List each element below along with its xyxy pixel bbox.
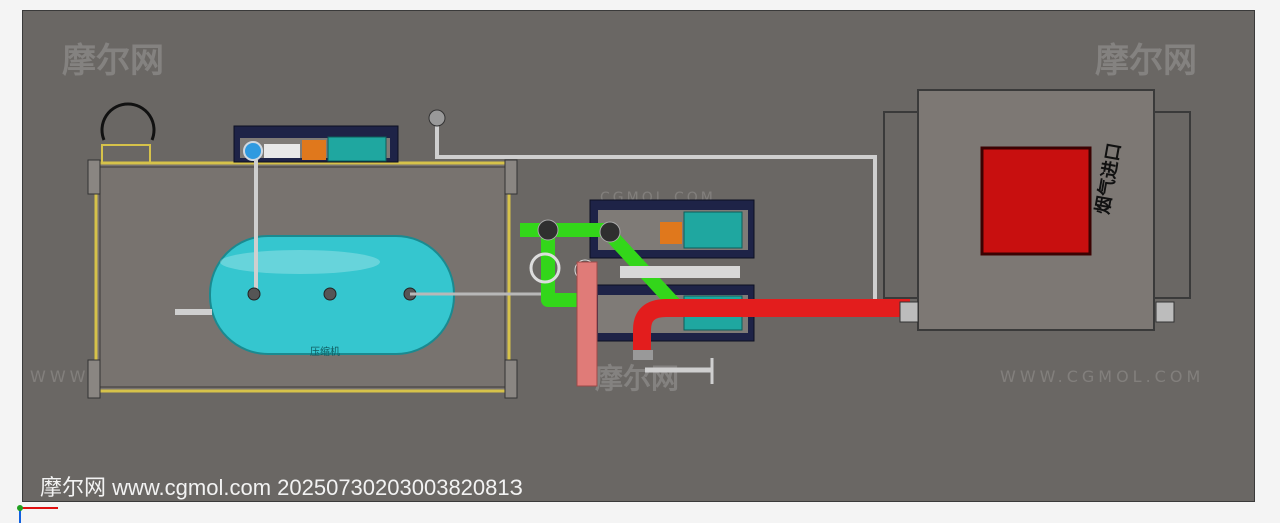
inlet-flange-right [1155,301,1175,323]
green-pipe-suction [520,223,590,307]
skid-corner-tr [504,159,518,195]
watermark-brand-center: 摩尔网 [595,362,679,395]
watermark-site-right: WWW.CGMOL.COM [1000,367,1204,386]
mid-pump-guard-upper [660,222,682,244]
watermark-footer: 摩尔网 www.cgmol.com 2025073020300382081З [40,475,523,500]
lifting-ring [100,102,156,141]
tank-nozzle-2 [323,287,337,301]
left-skid-inner [99,166,506,388]
tank-nozzle-1 [247,287,261,301]
top-pump-motor [327,136,387,162]
top-pump-guard [302,140,326,160]
skid-corner-bl [87,359,101,399]
upper-valve [428,109,446,127]
flue-gas-inlet [980,146,1092,256]
tank-label: 压缩机 [310,345,340,358]
watermark-brand-left: 摩尔网 [62,41,164,81]
origin-dot [17,505,23,511]
tank-highlight [220,250,380,274]
check-valve [529,252,561,284]
red-pipe-flange [633,350,653,360]
pink-vertical-pipe [576,261,598,387]
top-pump-coupling [264,144,300,158]
green-flange-1 [537,219,559,241]
mid-pump-motor-upper [683,211,743,249]
inlet-flange-left [899,301,919,323]
watermark-brand-right: 摩尔网 [1095,41,1197,81]
top-pump-volute [243,141,263,161]
coordinate-triad: X [17,505,58,523]
skid-corner-tl [87,159,101,195]
skid-corner-br [504,359,518,399]
green-flange-2 [599,221,621,243]
red-flue-pipe [633,299,910,350]
upper-line-pipe [435,120,877,300]
